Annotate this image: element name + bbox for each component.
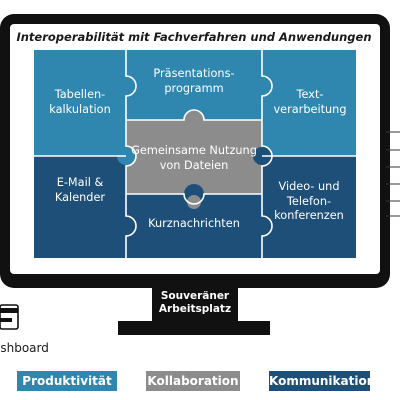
tile-tabellenkalkulation	[34, 50, 126, 156]
label-email: E-Mail & Kalender	[54, 176, 106, 204]
knob-right-bottom	[253, 217, 271, 235]
knob-left-bottom	[117, 217, 135, 235]
tile-praesentation	[126, 50, 262, 120]
puzzle-svg	[34, 50, 356, 258]
monitor-stand-neck	[152, 288, 238, 324]
knob-right-top	[253, 77, 271, 95]
label-video: Video- und Telefon- konferenzen	[274, 180, 344, 223]
screen-title: Interoperabilität mit Fachverfahren und …	[16, 30, 372, 44]
legend-kollaboration: Kollaboration	[146, 371, 240, 391]
dashboard-icon[interactable]	[0, 304, 20, 330]
dashboard-label: ashboard	[0, 341, 49, 355]
label-textverarbeitung: Text- verarbeitung	[273, 88, 347, 116]
legend-produktivitaet: Produktivität	[17, 371, 117, 391]
edge-lines-svg	[386, 131, 400, 217]
tile-nutzung	[126, 120, 262, 194]
stand-label: Souveräner Arbeitsplatz	[158, 290, 232, 316]
tile-email	[34, 156, 126, 258]
knob-nutzung-top	[184, 110, 204, 130]
tile-textverarbeitung	[262, 50, 356, 156]
knob-left-top	[117, 77, 135, 95]
monitor-stand-base	[118, 321, 270, 335]
edge-lines	[386, 128, 400, 218]
knob-nutzung-bottom-inner	[187, 195, 201, 209]
label-tabellenkalkulation: Tabellen- kalkulation	[49, 88, 111, 116]
label-nutzung: Gemeinsame Nutzung von Dateien	[131, 144, 257, 172]
legend-kommunikation: Kommunikation	[269, 371, 375, 391]
label-praesentation: Präsentations- programm	[153, 67, 235, 95]
label-kurznachrichten: Kurznachrichten	[148, 217, 240, 230]
dashboard-icon-svg	[0, 304, 19, 330]
tile-video	[262, 156, 356, 258]
puzzle-diagram: Tabellen- kalkulation Präsentations- pro…	[34, 50, 356, 258]
puzzle-seams	[34, 50, 356, 258]
